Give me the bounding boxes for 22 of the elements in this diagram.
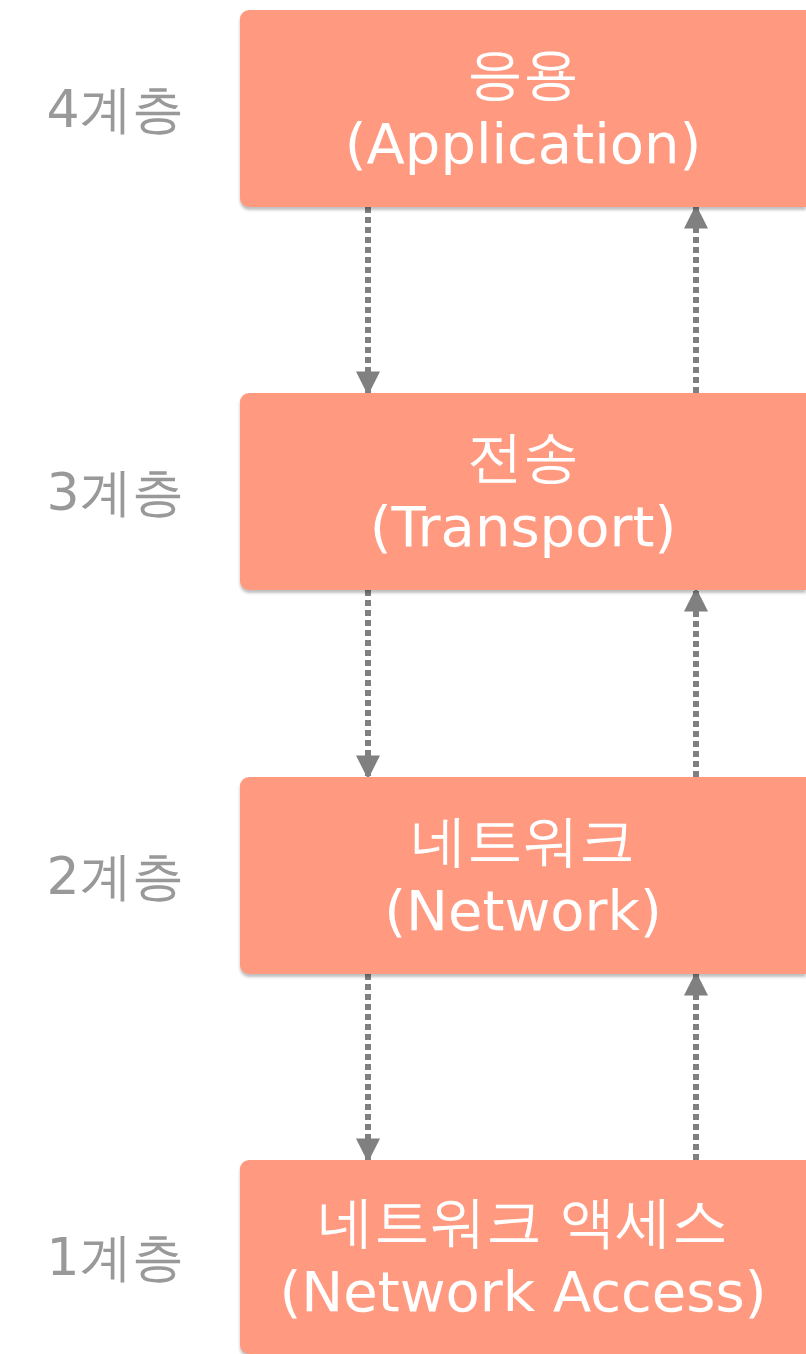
layer-number: 4계층 — [45, 77, 185, 141]
arrow — [356, 974, 380, 1163]
layer-name: 네트워크 — [411, 806, 635, 875]
arrow — [684, 587, 708, 777]
arrow — [684, 971, 708, 1160]
layer-box — [240, 1160, 806, 1354]
layer-box — [240, 10, 806, 207]
layer-box — [240, 777, 806, 974]
layer-number: 1계층 — [45, 1226, 185, 1289]
layer-name: 응용 — [467, 39, 579, 108]
arrow — [356, 207, 380, 396]
layer-name: (Network) — [384, 876, 662, 945]
layer-name: (Application) — [344, 109, 702, 178]
layer-number: 2계층 — [45, 844, 185, 908]
layer-box — [240, 393, 806, 590]
layer-name: 네트워크 액세스 — [318, 1188, 728, 1256]
layer-name: 전송 — [467, 422, 579, 491]
arrow — [684, 204, 708, 393]
layer-number: 3계층 — [45, 460, 185, 524]
layer-name: (Transport) — [369, 492, 677, 561]
arrow — [356, 590, 380, 780]
layer-name: (Network Access) — [279, 1258, 767, 1326]
